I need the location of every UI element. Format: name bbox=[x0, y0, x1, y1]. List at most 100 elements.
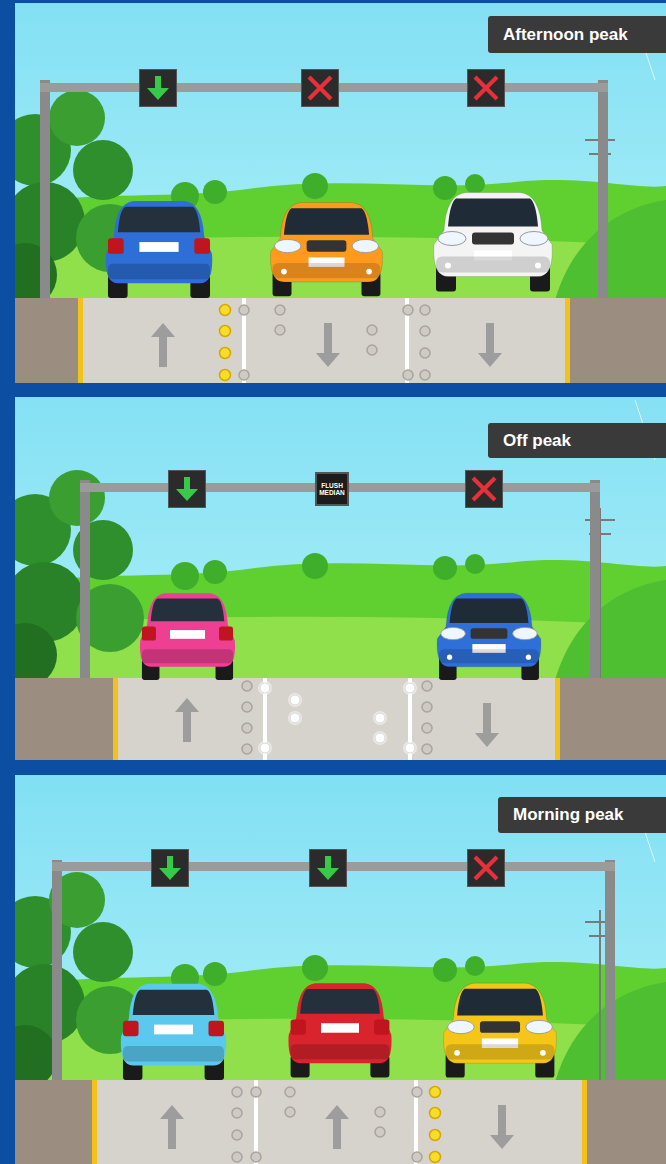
road-stud bbox=[375, 1107, 385, 1117]
road-stud bbox=[412, 1087, 422, 1097]
road-stud bbox=[403, 370, 413, 380]
lit-stud bbox=[220, 326, 231, 337]
edge-line bbox=[113, 678, 118, 760]
road-stud bbox=[420, 348, 430, 358]
road-stud bbox=[375, 1127, 385, 1137]
road-stud bbox=[275, 325, 285, 335]
car-rear bbox=[106, 201, 212, 298]
road-stud bbox=[412, 1152, 422, 1162]
car-front bbox=[437, 593, 541, 680]
green-arrow-signal bbox=[152, 850, 189, 887]
lit-stud bbox=[403, 681, 417, 695]
lit-stud bbox=[258, 741, 272, 755]
lane-arrow bbox=[151, 323, 175, 367]
period-label: Off peak bbox=[503, 431, 666, 451]
car-rear bbox=[140, 593, 235, 680]
lit-stud bbox=[258, 681, 272, 695]
lit-stud bbox=[430, 1108, 441, 1119]
gantry-post bbox=[80, 480, 90, 680]
red-cross-signal bbox=[302, 70, 339, 107]
road-stud bbox=[251, 1152, 261, 1162]
verge bbox=[15, 678, 113, 760]
off-peak-panel bbox=[15, 397, 666, 760]
green-arrow-signal bbox=[169, 471, 206, 508]
road-stud bbox=[275, 305, 285, 315]
road-stud bbox=[242, 744, 252, 754]
road-stud bbox=[285, 1107, 295, 1117]
road bbox=[15, 298, 666, 383]
gantry-post bbox=[40, 80, 50, 300]
red-cross-signal bbox=[468, 70, 505, 107]
edge-line bbox=[92, 1080, 97, 1164]
road-stud bbox=[285, 1087, 295, 1097]
lit-stud bbox=[430, 1152, 441, 1163]
gantry bbox=[40, 70, 608, 301]
road-stud bbox=[403, 305, 413, 315]
lit-stud bbox=[288, 711, 302, 725]
road-stud bbox=[422, 744, 432, 754]
car-front bbox=[270, 203, 382, 297]
road-stud bbox=[367, 345, 377, 355]
lit-stud bbox=[220, 348, 231, 359]
car-rear bbox=[288, 983, 391, 1077]
lit-stud bbox=[373, 731, 387, 745]
road-stud bbox=[251, 1087, 261, 1097]
period-label: Morning peak bbox=[513, 805, 666, 825]
road-stud bbox=[242, 681, 252, 691]
road-stud bbox=[239, 305, 249, 315]
median-sign: FLUSH MEDIAN bbox=[315, 472, 349, 506]
verge bbox=[560, 678, 666, 760]
gantry bbox=[80, 471, 600, 681]
edge-line bbox=[78, 298, 83, 383]
road-stud bbox=[420, 370, 430, 380]
lit-stud bbox=[288, 693, 302, 707]
green-arrow-signal bbox=[140, 70, 177, 107]
road-surface bbox=[15, 1080, 666, 1164]
red-cross-signal bbox=[466, 471, 503, 508]
lit-stud bbox=[403, 741, 417, 755]
edge-line bbox=[555, 678, 560, 760]
lit-stud bbox=[373, 711, 387, 725]
car-rear bbox=[121, 984, 226, 1080]
gantry-post bbox=[590, 480, 600, 680]
verge bbox=[15, 1080, 92, 1164]
road-stud bbox=[232, 1152, 242, 1162]
gantry bbox=[52, 850, 615, 1083]
road-surface bbox=[15, 678, 666, 760]
car-front bbox=[434, 193, 552, 292]
gantry-post bbox=[605, 860, 615, 1082]
lane-arrow bbox=[316, 323, 340, 367]
lane-arrow bbox=[475, 703, 499, 747]
road-surface bbox=[15, 298, 666, 383]
car-front bbox=[444, 983, 557, 1077]
lane-arrow bbox=[175, 698, 199, 742]
road-stud bbox=[242, 723, 252, 733]
road-stud bbox=[242, 702, 252, 712]
road-stud bbox=[239, 370, 249, 380]
road-stud bbox=[232, 1087, 242, 1097]
road-stud bbox=[420, 326, 430, 336]
road-stud bbox=[422, 723, 432, 733]
sign-text: FLUSH MEDIAN bbox=[318, 482, 346, 497]
lit-stud bbox=[220, 370, 231, 381]
lit-stud bbox=[430, 1130, 441, 1141]
edge-line bbox=[582, 1080, 587, 1164]
gantry-post bbox=[52, 860, 62, 1082]
period-tag: Morning peak bbox=[498, 797, 666, 833]
scenery bbox=[15, 397, 666, 687]
edge-line bbox=[565, 298, 570, 383]
period-tag: Afternoon peak bbox=[488, 16, 666, 53]
road-stud bbox=[420, 305, 430, 315]
road bbox=[15, 1080, 666, 1164]
road-stud bbox=[232, 1130, 242, 1140]
verge bbox=[587, 1080, 666, 1164]
lane-arrow bbox=[478, 323, 502, 367]
lit-stud bbox=[220, 305, 231, 316]
road-stud bbox=[367, 325, 377, 335]
morning-panel bbox=[15, 775, 666, 1164]
green-arrow-signal bbox=[310, 850, 347, 887]
road-stud bbox=[422, 702, 432, 712]
scenery bbox=[15, 775, 666, 1089]
